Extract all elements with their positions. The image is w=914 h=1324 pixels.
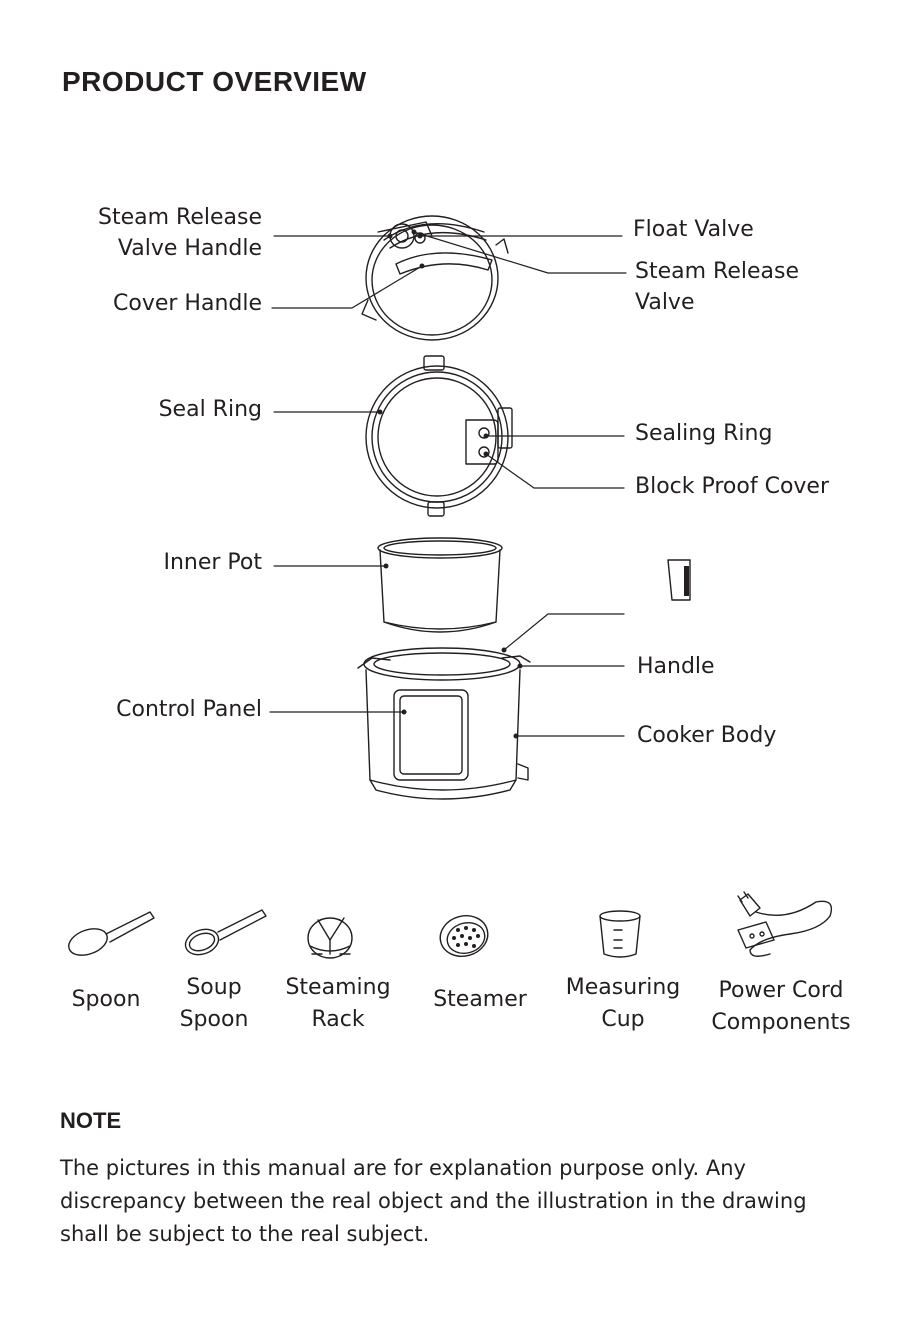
accessory-label-line: Steamer (433, 987, 527, 1012)
measuring-cup-icon (599, 910, 641, 958)
soup-spoon-icon (184, 909, 267, 956)
label-steam-release-valve-handle: Steam Release Valve Handle (98, 202, 262, 264)
label-line: Steam Release (98, 205, 262, 230)
label-cooker-body: Cooker Body (637, 723, 777, 748)
condensation-cup-illustration (667, 559, 691, 601)
label-inner-pot: Inner Pot (163, 550, 262, 575)
note-line: discrepancy between the real object and … (60, 1189, 807, 1213)
leader-dots (377, 229, 523, 739)
accessory-label-line: Rack (311, 1007, 365, 1032)
label-cover-handle: Cover Handle (113, 291, 262, 316)
label-seal-ring: Seal Ring (158, 397, 262, 422)
steaming-rack-icon (307, 917, 353, 959)
accessory-label-line: Spoon (179, 1007, 249, 1032)
page-title: PRODUCT OVERVIEW (62, 66, 367, 97)
accessory-label-power-cord: Power Cord Components (706, 975, 856, 1039)
accessory-label-line: Measuring (565, 975, 681, 1000)
accessory-label-line: Spoon (71, 987, 141, 1012)
accessory-label-steamer: Steamer (424, 984, 536, 1016)
label-line: Valve Handle (117, 236, 262, 261)
cooker-body-illustration (357, 647, 531, 800)
label-control-panel: Control Panel (116, 697, 262, 722)
spoon-icon (68, 911, 155, 956)
label-handle: Handle (637, 654, 715, 679)
lid-underside-illustration (365, 355, 513, 517)
label-block-proof-cover: Block Proof Cover (635, 474, 830, 499)
note-text: The pictures in this manual are for expl… (60, 1152, 860, 1251)
note-title: NOTE (60, 1108, 122, 1133)
accessory-label-line: Soup (186, 975, 242, 1000)
steamer-icon (439, 915, 489, 957)
inner-pot-illustration (377, 537, 503, 633)
accessory-label-spoon: Spoon (56, 984, 156, 1016)
label-line: Valve (635, 290, 695, 315)
leader-lines (269, 231, 627, 737)
label-steam-release-valve: Steam Release Valve (635, 256, 799, 318)
label-line: Steam Release (635, 259, 799, 284)
accessory-label-line: Steaming (285, 975, 391, 1000)
label-sealing-ring: Sealing Ring (635, 421, 773, 446)
note-line: The pictures in this manual are for expl… (60, 1156, 746, 1180)
accessory-label-measuring-cup: Measuring Cup (556, 972, 690, 1036)
accessory-label-steaming-rack: Steaming Rack (276, 972, 400, 1036)
accessory-label-line: Power Cord (718, 978, 844, 1003)
accessory-label-line: Cup (601, 1007, 645, 1032)
accessory-label-line: Components (711, 1010, 851, 1035)
lid-illustration (361, 215, 509, 341)
accessory-label-soup-spoon: Soup Spoon (164, 972, 264, 1036)
power-cord-icon (737, 891, 833, 957)
label-float-valve: Float Valve (633, 217, 754, 242)
note-line: shall be subject to the real subject. (60, 1222, 430, 1246)
